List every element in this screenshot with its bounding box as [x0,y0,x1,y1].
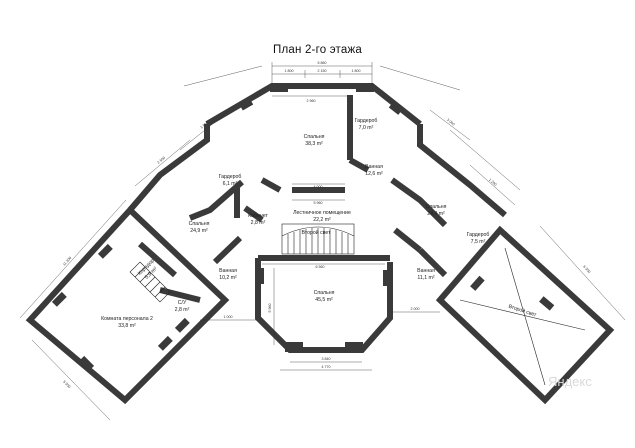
plan-title: План 2-го этажа [273,44,362,56]
room-bedroom-center-name: Спальня [314,290,335,296]
room-bath-right-area: 11,1 m² [417,275,434,281]
room-bedroom-left-area: 24,9 m² [190,228,208,234]
dim-generic-c: 1 500 [200,121,210,130]
room-bedroom-top-area: 38,3 m² [305,141,323,147]
dim-hall-2: 5 960 [314,201,323,205]
dim-generic-b: 2 000 [411,307,420,311]
room-wardrobe-right-name: Гардероб [467,232,490,238]
room-wardrobe-left-area: 6,1 m² [223,181,238,187]
room-bedroom-right-area: 24,4 m² [427,211,445,217]
room-bath-left-name: Ванная [219,268,237,274]
room-bedroom-right-name: Спальня [426,204,447,210]
room-wc-name: С/У [178,300,187,306]
room-stair-hall-name: Лестничное помещение [293,210,351,216]
dimension-lines [19,62,626,421]
dim-center-height: 5 960 [268,304,272,313]
dim-center-bottom: 4 770 [322,365,331,369]
room-wardrobe-right-area: 7,5 m² [471,239,486,245]
room-bath-left-area: 10,2 m² [219,275,237,281]
room-wardrobe-top-area: 7,0 m² [359,125,374,131]
main-staircase [281,223,355,255]
dim-center-bottom-inner: 3 840 [322,357,331,361]
dim-left-total: 11 200 [62,256,72,267]
dim-top-c: 1 800 [352,69,361,73]
second-light-label: Второй свет [508,303,538,319]
dim-right-side: 6 350 [582,265,591,274]
dim-generic-f: 1 200 [488,178,497,187]
room-bath-top-name: Ванная [365,164,383,170]
room-staff-name: Комната персонала 2 [101,316,153,322]
dim-top-a: 1 800 [285,69,294,73]
dim-top-inner: 2 960 [307,99,316,103]
dim-generic-e: 3 000 [446,118,456,127]
room-study-name: Кабинет [248,213,268,219]
dimension-values: 5 860 1 800 2 150 1 800 2 960 4 000 5 96… [62,61,591,389]
room-bedroom-left-name: Спальня [189,221,210,227]
room-bath-right-name: Ванная [417,268,435,274]
watermark: Яндекс [548,374,592,389]
room-wardrobe-top-name: Гардероб [355,118,378,124]
dim-center-w: 6 560 [316,265,325,269]
second-light-void [459,247,586,386]
room-bedroom-top-name: Спальня [304,134,325,140]
room-labels: Спальня 38,3 m² Гардероб 7,0 m² Ванная 1… [101,118,538,329]
dim-generic-d: 2 500 [157,156,166,165]
room-staff-area: 33,8 m² [118,323,136,329]
dim-left-side: 5 350 [62,380,71,389]
atrium-label: Второй свет [302,229,332,236]
room-wardrobe-left-name: Гардероб [219,174,242,180]
room-bedroom-center-area: 45,5 m² [315,297,333,303]
room-bath-top-area: 12,6 m² [365,171,383,177]
room-wc-area: 2,8 m² [175,307,190,313]
exterior-walls [25,83,615,405]
dim-top-b: 2 150 [318,69,327,73]
dim-top-total: 5 860 [318,61,327,65]
room-study-area: 2,8 m² [251,220,266,226]
dim-hall: 4 000 [314,185,323,189]
staff-staircase [129,261,171,303]
dim-generic-a: 1 000 [224,315,233,319]
room-stair-hall-area: 22,2 m² [313,217,331,223]
